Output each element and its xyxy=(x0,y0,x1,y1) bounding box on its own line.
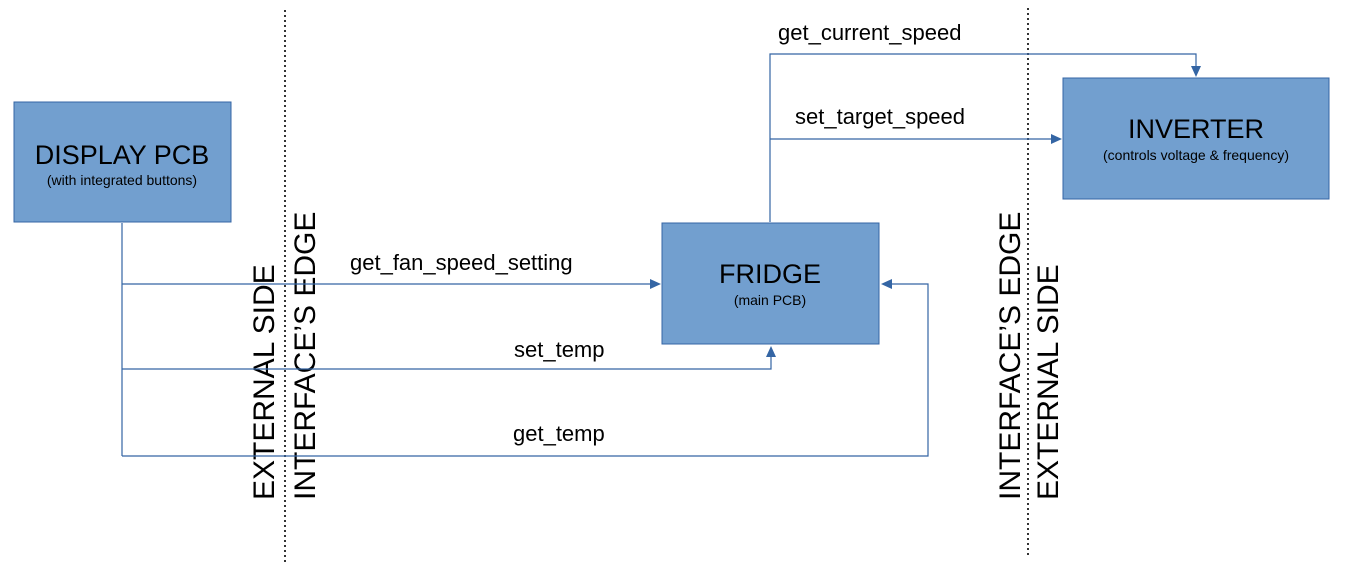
get-current-speed-connector xyxy=(769,53,1197,222)
display-pcb-subtitle: (with integrated buttons) xyxy=(47,172,197,188)
fridge-title: FRIDGE xyxy=(719,259,821,289)
fridge-subtitle: (main PCB) xyxy=(734,292,806,308)
set-target-speed-arrowhead xyxy=(1051,134,1062,144)
display-pcb-title: DISPLAY PCB xyxy=(35,140,210,170)
get-temp-arrowhead xyxy=(881,279,892,289)
set-temp-connector xyxy=(122,355,772,370)
get-current-speed-label: get_current_speed xyxy=(778,20,961,45)
get-temp-connector xyxy=(122,283,929,457)
get-fan-speed-setting-arrowhead xyxy=(650,279,661,289)
left-interface-edge-label: INTERFACE’S EDGE xyxy=(289,212,322,500)
get-current-speed-arrowhead xyxy=(1191,66,1201,77)
get-temp-label: get_temp xyxy=(513,421,605,446)
get-fan-speed-setting-label: get_fan_speed_setting xyxy=(350,250,573,275)
display-pcb-block: DISPLAY PCB (with integrated buttons) xyxy=(13,101,232,223)
inverter-block: INVERTER (controls voltage & frequency) xyxy=(1062,77,1330,200)
right-external-side-label: EXTERNAL SIDE xyxy=(1032,264,1065,500)
fridge-block: FRIDGE (main PCB) xyxy=(661,222,880,345)
inverter-subtitle: (controls voltage & frequency) xyxy=(1103,147,1289,163)
inverter-title: INVERTER xyxy=(1128,114,1264,144)
set-temp-label: set_temp xyxy=(514,337,605,362)
left-external-side-label: EXTERNAL SIDE xyxy=(248,264,281,500)
right-interface-edge-label: INTERFACE’S EDGE xyxy=(994,212,1027,500)
set-temp-arrowhead xyxy=(766,346,776,357)
set-target-speed-label: set_target_speed xyxy=(795,104,965,129)
